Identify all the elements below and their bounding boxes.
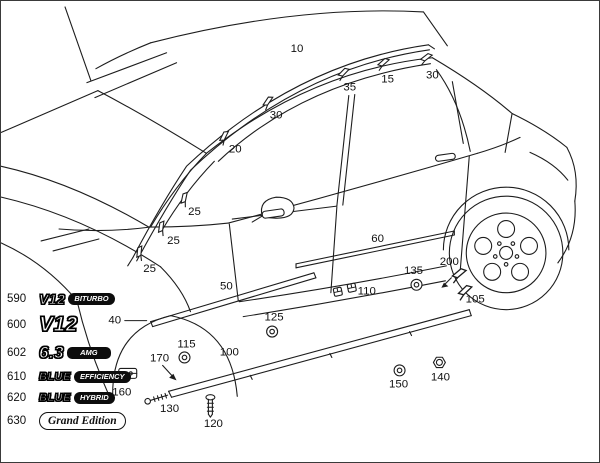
callout-170[interactable]: 170 bbox=[150, 352, 169, 364]
badge-row-590: 590 V12 BITURBO bbox=[7, 289, 131, 309]
clip-110a-icon bbox=[332, 286, 344, 298]
part-ref-620[interactable]: 620 bbox=[7, 391, 27, 404]
side-molding-strip-part bbox=[150, 272, 317, 328]
callout-40[interactable]: 40 bbox=[108, 315, 121, 327]
callout-150[interactable]: 150 bbox=[389, 378, 408, 390]
clip-25b-icon bbox=[154, 219, 172, 237]
clip-25a-icon bbox=[176, 190, 195, 208]
callouts: 10 35 15 30 30 20 25 25 25 60 135 200 10… bbox=[108, 43, 484, 430]
nut-140-icon bbox=[432, 356, 446, 369]
grommet-150-icon bbox=[393, 364, 406, 377]
blue-efficiency-badge: BLUE EFFICIENCY bbox=[38, 370, 131, 383]
arrow-200-icon bbox=[441, 277, 452, 288]
callout-50[interactable]: 50 bbox=[220, 281, 233, 293]
callout-30a[interactable]: 30 bbox=[426, 70, 439, 82]
callout-100[interactable]: 100 bbox=[220, 346, 239, 358]
callout-10[interactable]: 10 bbox=[291, 43, 304, 55]
door-molding-strip-part bbox=[295, 230, 455, 269]
clip-200-icon bbox=[450, 267, 469, 284]
callout-125[interactable]: 125 bbox=[265, 312, 284, 324]
part-ref-610[interactable]: 610 bbox=[7, 370, 27, 383]
rocker-molding-strip-part bbox=[168, 309, 472, 398]
car-body-outline bbox=[1, 6, 577, 401]
grommet-115-icon bbox=[178, 351, 191, 364]
callout-160[interactable]: 160 bbox=[112, 386, 131, 398]
badge-text-v12: V12 bbox=[38, 290, 66, 307]
part-ref-602[interactable]: 602 bbox=[7, 347, 27, 359]
callout-15[interactable]: 15 bbox=[381, 74, 394, 86]
badge-text-grand-edition: Grand Edition bbox=[39, 412, 126, 430]
part-ref-600[interactable]: 600 bbox=[7, 319, 27, 331]
badge-row-600: 600 V12 bbox=[7, 312, 131, 337]
badge-row-620: 620 BLUE HYBRID bbox=[7, 389, 131, 406]
rear-door-handle bbox=[434, 152, 456, 162]
blue-hybrid-badge: BLUE HYBRID bbox=[38, 391, 115, 404]
callout-200[interactable]: 200 bbox=[440, 256, 459, 268]
screw-130-icon bbox=[144, 392, 169, 405]
callout-115[interactable]: 115 bbox=[177, 338, 195, 350]
callout-105[interactable]: 105 bbox=[466, 294, 485, 306]
arrow-170-icon bbox=[162, 364, 177, 381]
callout-120[interactable]: 120 bbox=[204, 418, 223, 430]
callout-30b[interactable]: 30 bbox=[270, 109, 283, 121]
callout-135[interactable]: 135 bbox=[404, 265, 423, 277]
badge-row-602: 602 6.3 AMG bbox=[7, 342, 131, 363]
callout-35[interactable]: 35 bbox=[343, 82, 356, 94]
v12-badge: V12 bbox=[38, 312, 78, 337]
rear-wheel bbox=[442, 186, 570, 311]
callout-130[interactable]: 130 bbox=[160, 403, 179, 415]
callout-20[interactable]: 20 bbox=[229, 143, 242, 155]
badge-text-blue-1: BLUE bbox=[38, 370, 71, 383]
clip-110b-icon bbox=[346, 282, 358, 294]
badge-pill-amg: AMG bbox=[67, 347, 111, 359]
badge-row-630: 630 Grand Edition bbox=[7, 411, 131, 431]
v12-biturbo-badge: V12 BITURBO bbox=[38, 290, 115, 308]
grand-edition-badge: Grand Edition bbox=[39, 412, 126, 430]
roof-molding-strip-part bbox=[127, 44, 435, 267]
badge-text-v12-large: V12 bbox=[38, 312, 78, 336]
callout-60[interactable]: 60 bbox=[371, 233, 384, 245]
badge-row-610: 610 BLUE EFFICIENCY bbox=[7, 368, 131, 385]
six-three-amg-badge: 6.3 AMG bbox=[38, 342, 111, 363]
grommet-125-icon bbox=[266, 325, 279, 338]
callout-25a[interactable]: 25 bbox=[188, 206, 201, 218]
callout-140[interactable]: 140 bbox=[431, 371, 450, 383]
badge-text-blue-2: BLUE bbox=[38, 391, 71, 404]
badge-text-63: 6.3 bbox=[38, 342, 65, 362]
badge-pill-biturbo: BITURBO bbox=[68, 293, 115, 305]
callout-25c[interactable]: 25 bbox=[143, 263, 156, 275]
badge-legend: 590 V12 BITURBO 600 V12 602 6.3 AMG 610 … bbox=[7, 289, 131, 431]
screw-120-icon bbox=[205, 394, 216, 418]
badge-pill-hybrid: HYBRID bbox=[73, 391, 115, 404]
part-ref-590[interactable]: 590 bbox=[7, 293, 27, 305]
callout-110[interactable]: 110 bbox=[358, 286, 376, 298]
grommet-135-icon bbox=[410, 278, 423, 291]
front-door-handle bbox=[261, 208, 285, 219]
badge-pill-efficiency: EFFICIENCY bbox=[73, 370, 131, 383]
part-ref-630[interactable]: 630 bbox=[7, 415, 27, 427]
callout-25b[interactable]: 25 bbox=[167, 235, 180, 247]
clip-30a-icon bbox=[419, 52, 434, 66]
